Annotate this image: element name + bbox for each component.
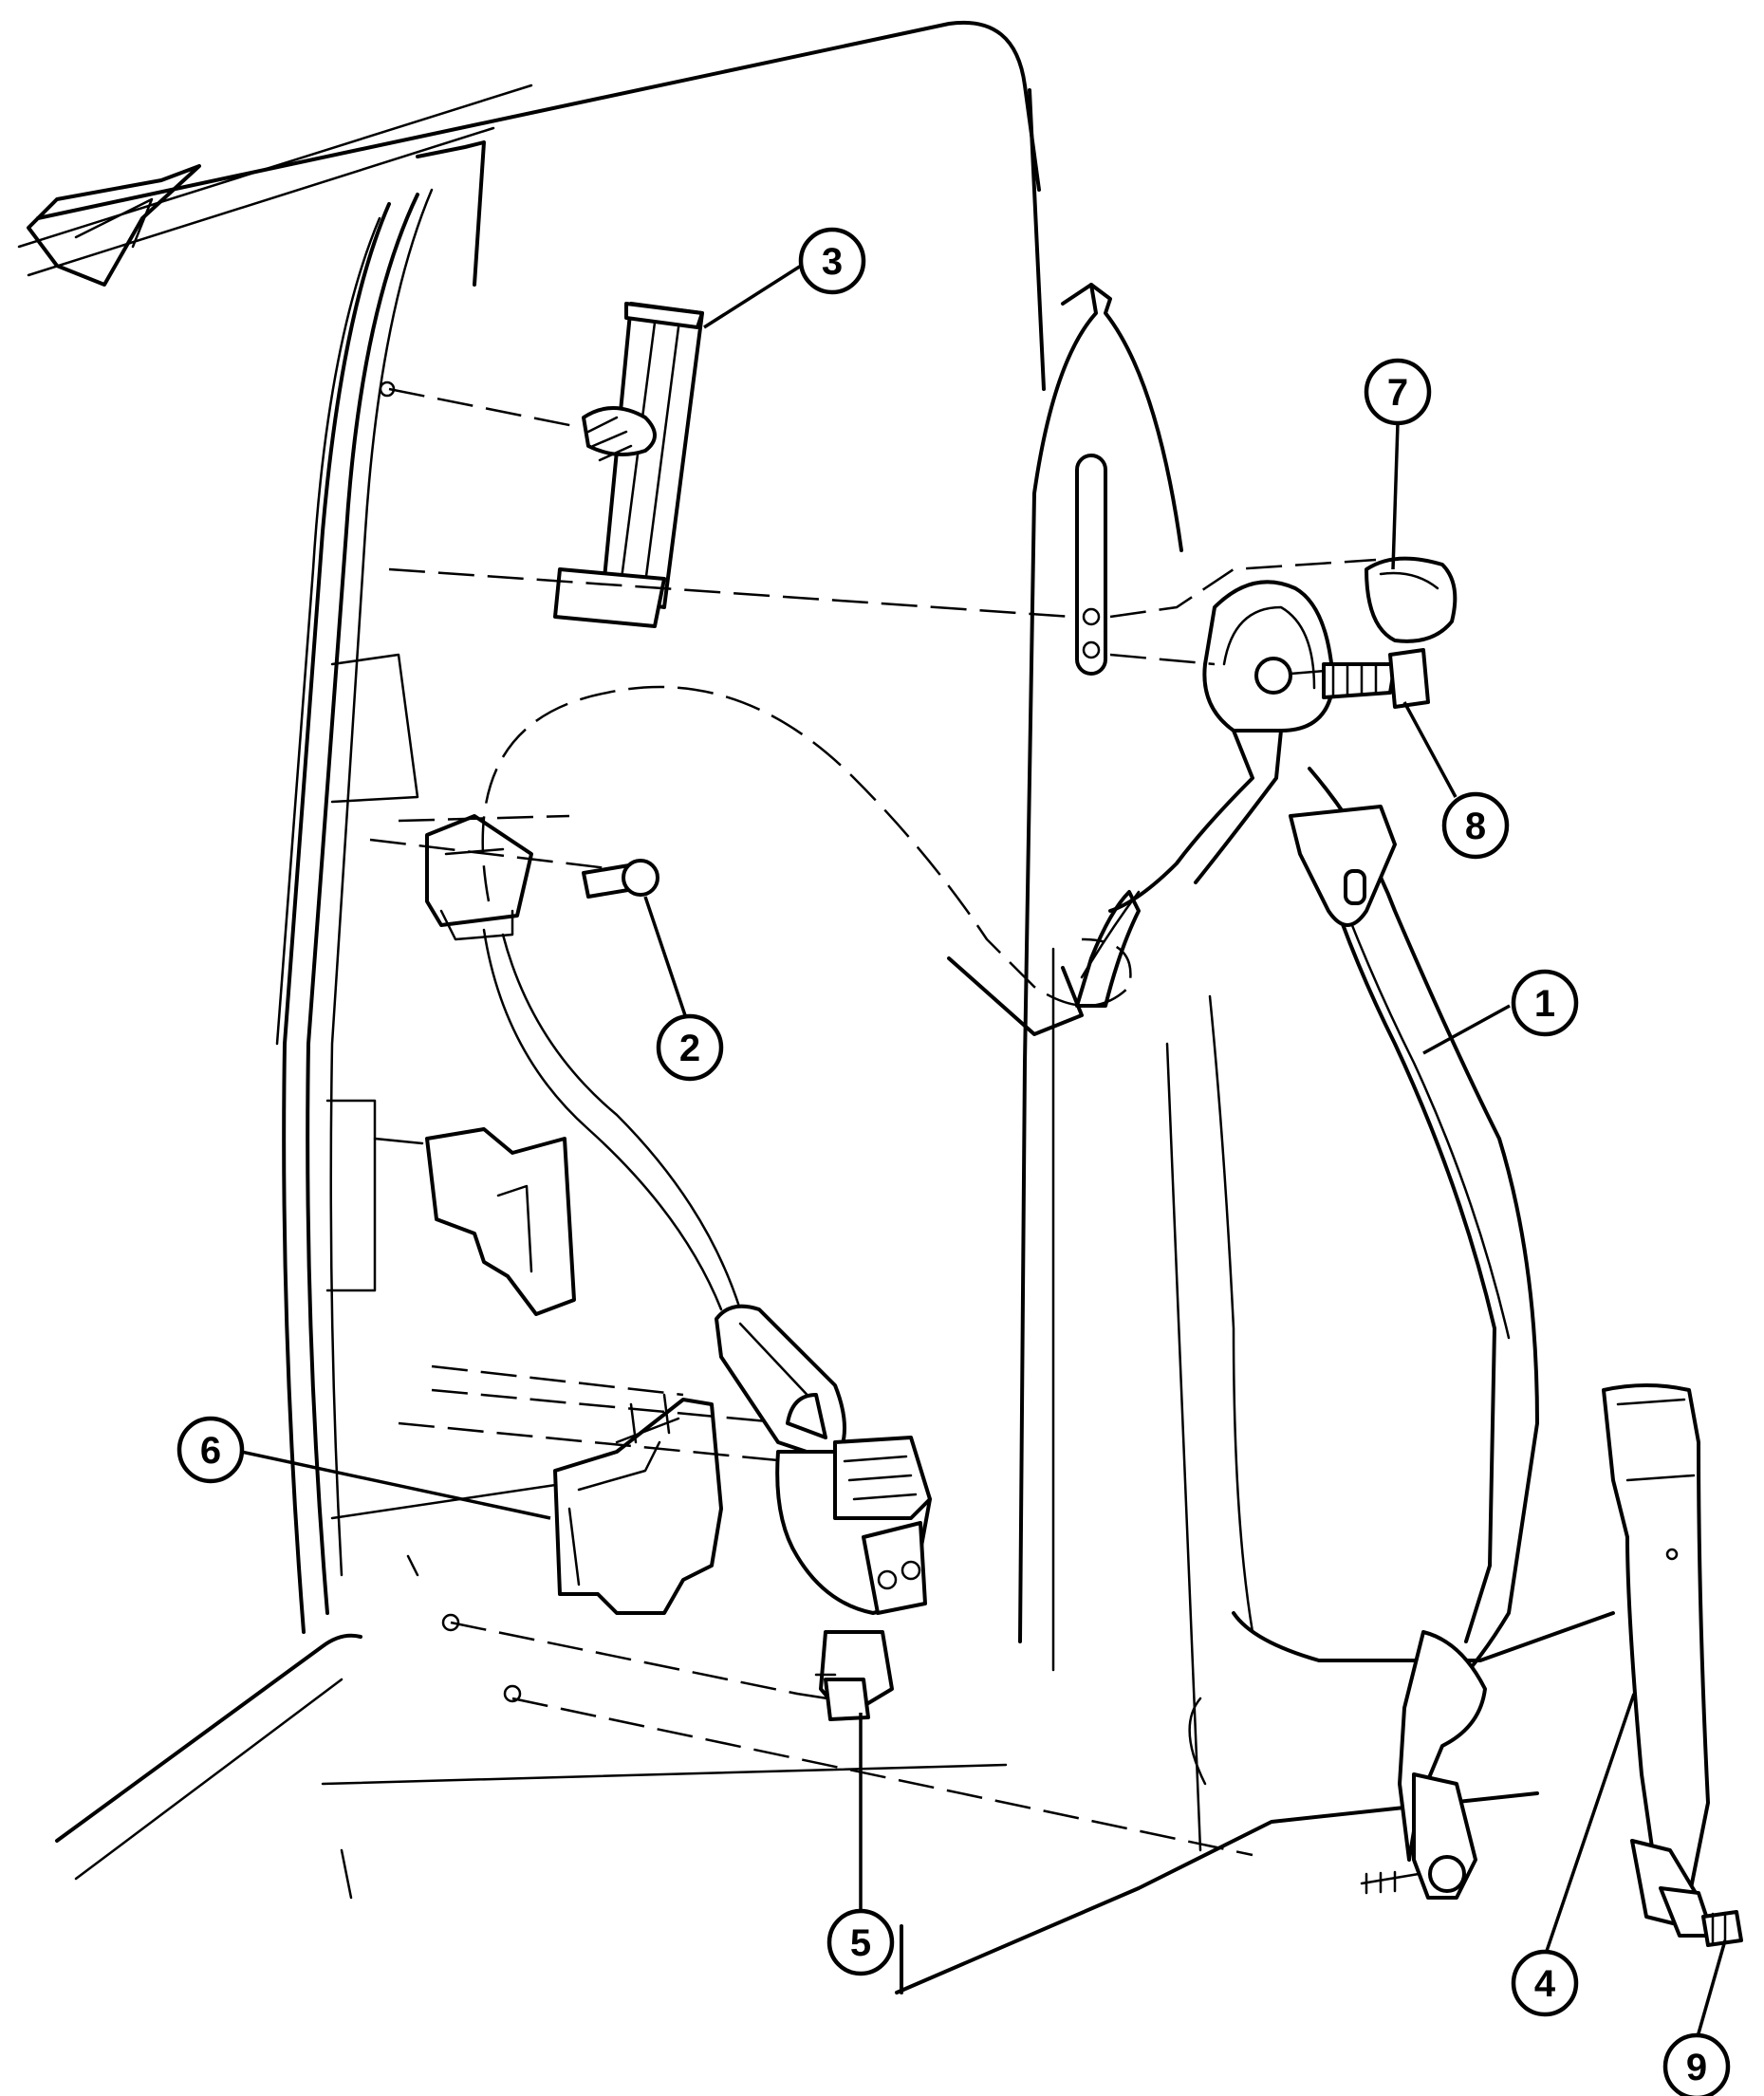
buckle-bolt: [1701, 1910, 1743, 1947]
callout-2: 2: [656, 1013, 724, 1082]
cover-line: [1109, 558, 1377, 619]
adjuster-upper-bolt-line: [388, 387, 580, 429]
callout-7-label: 7: [1387, 372, 1408, 414]
seat-belt-buckle: [1602, 1383, 1715, 1938]
callout-6-label: 6: [200, 1430, 221, 1472]
anchor-cover-cap: [1365, 556, 1458, 643]
callout-5: 5: [826, 1908, 895, 1976]
retractor-anchor-bolt: [795, 1678, 870, 1721]
upper-trim-bracket: [373, 1127, 576, 1316]
adjuster-lower-bolt-line: [388, 567, 1073, 619]
d-ring-height-adjuster: [553, 302, 704, 628]
callout-5-label: 5: [850, 1922, 871, 1964]
b-pillar: [1018, 88, 1202, 1852]
callout-4-label: 4: [1534, 1963, 1556, 2005]
callout-2-label: 2: [679, 1028, 700, 1069]
retractor-upper-line: [431, 1364, 684, 1397]
callout-9: 9: [1662, 2032, 1731, 2096]
webbing-lower-run: [482, 928, 723, 1311]
callout-9-label: 9: [1686, 2047, 1707, 2088]
leader-lines: [240, 259, 1727, 2041]
adjuster-slot: [1075, 454, 1107, 676]
retractor-assembly: [715, 1304, 932, 1719]
lower-anchor-line: [511, 1697, 1253, 1857]
retractor-line-3: [398, 1421, 789, 1463]
callout-8-label: 8: [1465, 806, 1486, 847]
callout-6: 6: [176, 1416, 245, 1484]
lower-anchor-plate: [1360, 1630, 1487, 1900]
callout-1-label: 1: [1534, 983, 1555, 1025]
door-frame: [55, 140, 486, 1881]
upper-anchor-bolt-line: [1109, 653, 1216, 666]
retractor-line-2: [431, 1388, 789, 1425]
callout-8: 8: [1441, 791, 1510, 860]
guide-bracket-bolt-line: [369, 838, 608, 870]
guide-bracket-pin-line: [398, 814, 570, 823]
roof-rail: [17, 20, 1041, 287]
retractor-trim-cover: [553, 1393, 723, 1615]
shoulder-belt-webbing: [1108, 580, 1539, 1691]
callout-7: 7: [1364, 358, 1432, 426]
webbing-routing-hidden: [481, 685, 1132, 1008]
upper-anchor-bolt: [1289, 648, 1430, 709]
callout-4: 4: [1511, 1949, 1579, 2017]
callout-3-label: 3: [822, 241, 843, 283]
belt-guide-bracket: [425, 814, 659, 941]
callout-1: 1: [1511, 969, 1579, 1037]
callout-3: 3: [798, 227, 866, 295]
retractor-bolt-line: [450, 1621, 798, 1696]
webbing-turning-loop: [947, 890, 1141, 1036]
